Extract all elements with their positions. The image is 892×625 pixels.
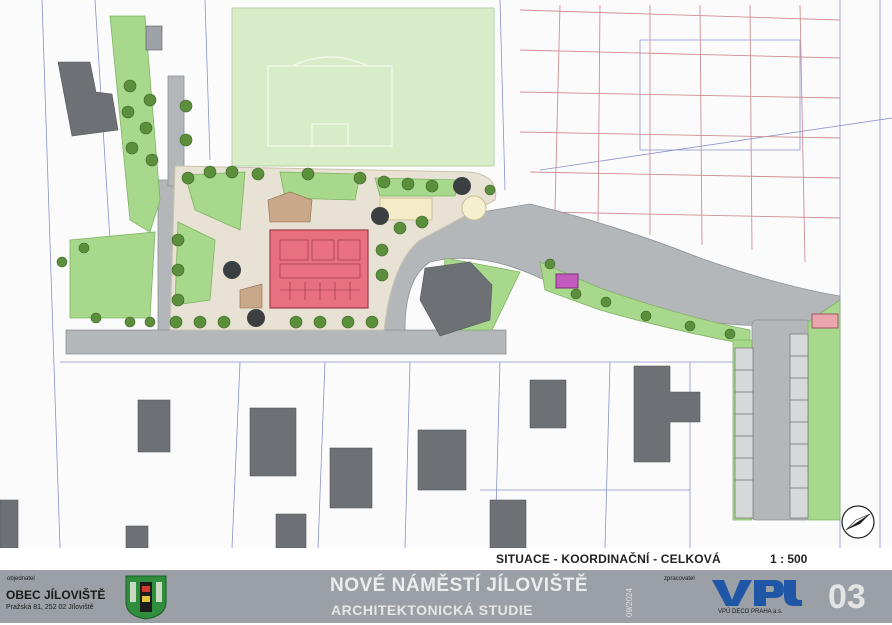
site-plan-map[interactable]: [0, 0, 892, 549]
client-label: objednatel: [7, 576, 35, 582]
author-label: zpracovatel: [664, 576, 695, 582]
football-pitch[interactable]: [231, 7, 495, 167]
client-address: Pražská 81, 252 02 Jíloviště: [6, 604, 94, 611]
kiosk-magenta: [555, 273, 579, 289]
fountain: [461, 195, 487, 221]
drawing-view-label: SITUACE - KOORDINAČNÍ - CELKOVÁ: [496, 552, 721, 566]
parcel-lines-red: [519, 4, 841, 263]
sheet-number: 03: [828, 578, 866, 616]
project-title: NOVÉ NÁMĚSTÍ JÍLOVIŠTĚ: [330, 575, 589, 596]
author-name: VPÚ DECO PRAHA a.s.: [718, 609, 783, 615]
existing-buildings: [0, 25, 701, 549]
issue-date: 09/2024: [625, 588, 634, 617]
parking-lot[interactable]: [734, 333, 809, 519]
client-name: OBEC JÍLOVIŠTĚ: [6, 588, 106, 602]
north-arrow-icon: [841, 505, 875, 539]
trees: [56, 79, 736, 340]
vpu-logo-icon: [708, 574, 804, 608]
pergolas: [239, 191, 313, 309]
drawing-caption-strip: [0, 548, 892, 570]
main-building-community-center[interactable]: [269, 229, 369, 309]
drawing-scale: 1 : 500: [770, 552, 808, 566]
municipal-crest-icon: [124, 574, 168, 620]
pink-structure: [811, 313, 839, 329]
project-subtitle: ARCHITEKTONICKÁ STUDIE: [331, 602, 534, 618]
